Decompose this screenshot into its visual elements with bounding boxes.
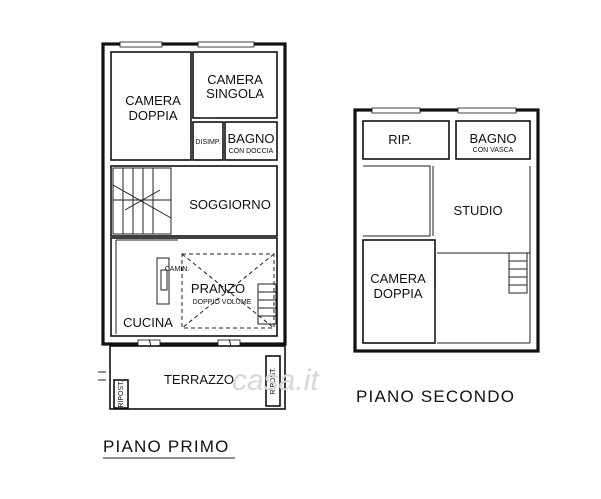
primo-label-pranzo: PRANZO [191,281,245,296]
secondo-room-bagno [455,120,531,160]
primo-ripost-left [113,379,129,409]
primo-outer-wall [101,42,287,346]
primo-kitchen-counter [115,239,178,334]
primo-room-disimp [192,121,224,161]
primo-label-bagno: BAGNO [228,131,275,146]
primo-label-camin: CAMIN. [165,266,190,273]
secondo-room-camera-doppia [362,239,436,344]
secondo-partition [363,165,431,237]
primo-room-lower [110,237,278,337]
primo-label-camera-singola-1: CAMERA [207,72,263,87]
primo-label-bagno-sub: CON DOCCIA [229,148,274,155]
primo-label-terrazzo: TERRAZZO [164,372,234,387]
primo-room-camera-doppia [110,51,192,161]
primo-label-ripost-left: RIPOST. [118,380,125,407]
secondo-label-camera-doppia-1: CAMERA [370,271,426,286]
primo-label-camera-doppia-2: DOPPIA [128,108,177,123]
secondo-window-top-2 [457,107,517,114]
secondo-label-rip: RIP. [388,132,412,147]
primo-label-cucina: CUCINA [123,315,173,330]
primo-label-ripost-right: RIPOST. [270,367,277,394]
primo-pranzo-stair [257,283,277,325]
watermark-logo: casa.it [232,364,320,397]
secondo-outer-wall [353,108,540,353]
secondo-label-bagno: BAGNO [470,131,517,146]
primo-room-bagno [224,121,278,161]
primo-floor-title: PIANO PRIMO [103,437,230,456]
secondo-label-bagno-sub: CON VASCA [473,147,514,154]
primo-label-pranzo-sub: DOPPIO VOLUME [193,299,252,306]
primo-label-camera-doppia-1: CAMERA [125,93,181,108]
primo-ripost-right [265,355,281,407]
primo-fireplace [156,257,170,305]
secondo-label-camera-doppia-2: DOPPIA [373,286,422,301]
primo-window-top-2 [197,41,255,48]
secondo-stair [508,252,528,294]
secondo-window-top-1 [371,107,421,114]
secondo-room-rip [362,120,450,160]
primo-terrazzo [109,345,286,410]
primo-stair [112,167,172,235]
primo-window-top-1 [119,41,163,48]
primo-room-camera-singola [192,51,278,119]
secondo-void-edge [437,166,531,344]
primo-label-soggiorno: SOGGIORNO [189,197,271,212]
floor-secondo: RIP. BAGNO CON VASCA STUDIO CAMERA DOPPI… [353,107,540,406]
primo-room-soggiorno [110,165,278,237]
floor-primo: CAMERA DOPPIA CAMERA SINGOLA DISIMP. BAG… [98,41,287,459]
primo-label-camera-singola-2: SINGOLA [206,86,264,101]
primo-label-disimp: DISIMP. [195,139,220,146]
secondo-label-studio: STUDIO [453,203,502,218]
secondo-floor-title: PIANO SECONDO [356,387,515,406]
